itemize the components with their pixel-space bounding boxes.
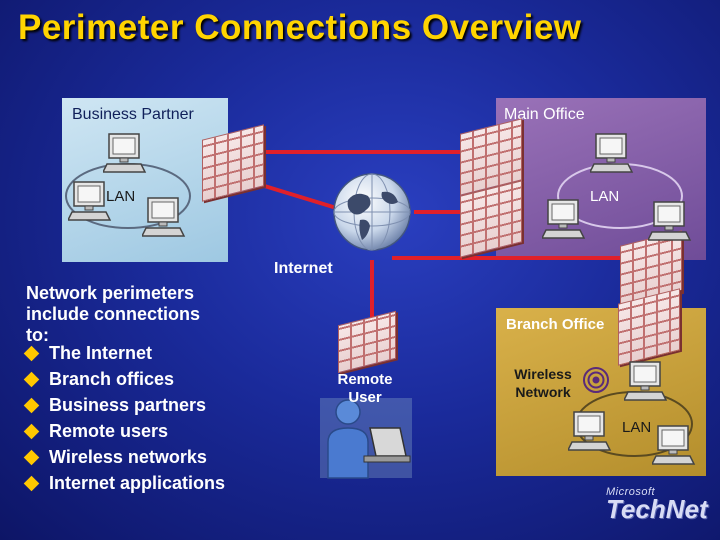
technet-logo: Microsoft TechNet bbox=[606, 486, 708, 525]
bullet-item: Remote users bbox=[23, 418, 256, 444]
bullet-item: Wireless networks bbox=[23, 444, 256, 470]
bullet-item: Business partners bbox=[23, 392, 256, 418]
bullet-diamond-icon bbox=[23, 475, 40, 492]
bullet-items: The Internet Branch offices Business par… bbox=[23, 340, 256, 496]
remote-user-label: Remote User bbox=[337, 371, 393, 406]
computer-icon bbox=[103, 133, 147, 173]
logo-product: TechNet bbox=[606, 494, 708, 524]
bullet-item-text: Branch offices bbox=[49, 369, 175, 389]
globe-icon bbox=[333, 173, 411, 251]
computer-icon bbox=[652, 425, 696, 465]
bullet-lead-line: include connections bbox=[26, 304, 201, 324]
computer-icon bbox=[68, 181, 112, 221]
wireless-access-point-icon bbox=[583, 367, 609, 393]
bullet-diamond-icon bbox=[23, 371, 40, 388]
bullet-item-text: Wireless networks bbox=[49, 447, 207, 467]
internet-label: Internet bbox=[274, 260, 333, 277]
bullet-diamond-icon bbox=[23, 345, 40, 362]
bullet-lead-line: to: bbox=[26, 325, 49, 345]
bullet-item-text: Internet applications bbox=[49, 473, 226, 493]
logo-maker: Microsoft bbox=[606, 486, 656, 498]
wireless-network-label: Wireless Network bbox=[514, 366, 572, 400]
bullet-list: Network perimeters include connections t… bbox=[23, 283, 256, 496]
bullet-lead: Network perimeters include connections t… bbox=[26, 283, 256, 346]
bullet-item: Branch offices bbox=[23, 366, 256, 392]
bullet-item-text: Remote users bbox=[49, 421, 169, 441]
lan-label-main: LAN bbox=[590, 188, 620, 205]
bullet-diamond-icon bbox=[23, 449, 40, 466]
remote-user-icon bbox=[320, 398, 412, 479]
computer-icon bbox=[624, 361, 668, 401]
lan-label-branch: LAN bbox=[622, 419, 652, 436]
computer-icon bbox=[542, 199, 586, 239]
bullet-item: Internet applications bbox=[23, 470, 256, 496]
computer-icon bbox=[142, 197, 186, 237]
main-office-label: Main Office bbox=[504, 106, 585, 123]
bullet-item-text: Business partners bbox=[49, 395, 207, 415]
computer-icon bbox=[590, 133, 634, 173]
branch-office-label: Branch Office bbox=[506, 316, 605, 333]
lan-label-partner: LAN bbox=[106, 188, 136, 205]
bullet-diamond-icon bbox=[23, 397, 40, 414]
partner-internet-link bbox=[257, 182, 344, 212]
bullet-item-text: The Internet bbox=[49, 343, 153, 363]
slide-title: Perimeter Connections Overview bbox=[18, 8, 582, 47]
computer-icon bbox=[568, 411, 612, 451]
internet-branch-link bbox=[392, 256, 650, 296]
business-partner-label: Business Partner bbox=[72, 106, 194, 123]
bullet-item: The Internet bbox=[23, 340, 256, 366]
computer-icon bbox=[648, 201, 692, 241]
bullet-lead-line: Network perimeters bbox=[26, 283, 195, 303]
bullet-diamond-icon bbox=[23, 423, 40, 440]
